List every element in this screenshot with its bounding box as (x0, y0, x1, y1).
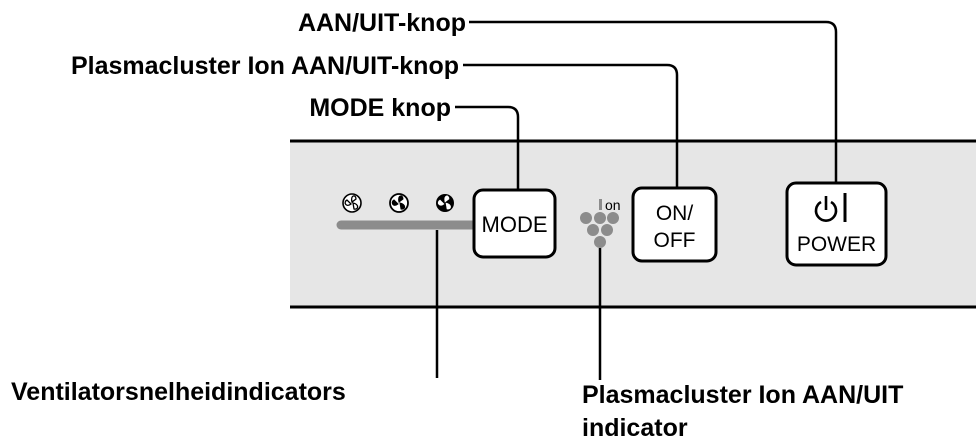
fan-speed-indicators (336, 193, 486, 230)
callout-ion-indicator-line2: indicator (582, 414, 688, 442)
ion-cluster-icon (580, 199, 619, 248)
callout-ion-indicator-line1: Plasmacluster Ion AAN/UIT (582, 381, 903, 409)
ion-indicator: on (580, 197, 621, 248)
callout-ion-knob: Plasmacluster Ion AAN/UIT-knop (71, 52, 459, 80)
callout-labels: AAN/UIT-knop Plasmacluster Ion AAN/UIT-k… (11, 9, 903, 442)
fan-low-icon (342, 193, 362, 213)
callout-mode-knob: MODE knop (309, 94, 451, 122)
mode-button[interactable]: MODE (472, 188, 557, 259)
leader-mode (455, 105, 520, 190)
ion-on-off-button[interactable]: ON/ OFF (631, 186, 718, 263)
ion-indicator-label: on (605, 197, 621, 213)
power-button-label: POWER (797, 233, 876, 256)
power-button[interactable]: POWER (785, 181, 888, 267)
leader-ion-knob (463, 63, 679, 188)
leader-lines (435, 20, 838, 380)
mode-button-label: MODE (482, 212, 548, 237)
ion-button-label-line2: OFF (654, 229, 696, 252)
leader-power (469, 20, 838, 183)
power-symbol-icon (814, 193, 847, 222)
callout-power-knob: AAN/UIT-knop (298, 9, 466, 37)
ion-button-label-line1: ON/ (656, 202, 694, 225)
callout-fan-speed-indicators: Ventilatorsnelheidindicators (11, 378, 346, 406)
fan-medium-icon (389, 193, 409, 213)
fan-high-icon (436, 194, 454, 212)
